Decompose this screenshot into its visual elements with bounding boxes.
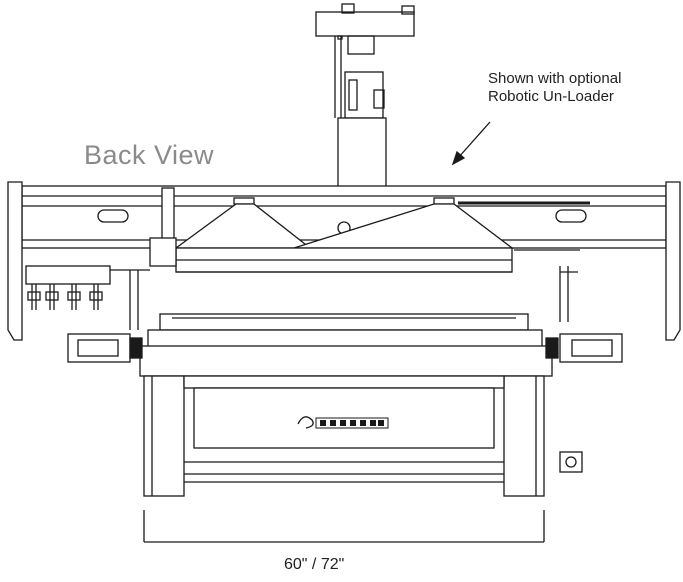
motor-left [67,333,143,363]
robotic-unloader [315,3,415,211]
motor-right [545,333,623,363]
callout-line-1: Shown with optional [488,70,622,87]
tool-changer [25,265,150,330]
width-dimension-bracket [143,510,545,543]
base-frame [143,375,545,497]
control-box [559,451,583,473]
cnc-factory-logo [297,416,389,429]
right-bracket [514,249,580,322]
machine-bed [139,313,553,377]
width-dimension-label: 60" / 72" [284,556,345,573]
callout-text: Shown with optional Robotic Un-Loader [488,70,621,106]
callout-arrow [451,121,491,166]
callout-line-2: Robotic Un-Loader [488,88,614,105]
spindle-carriage [174,197,514,273]
gantry-end-plate-right [665,181,681,341]
left-mast [149,187,177,267]
view-title: Back View [84,140,215,170]
gantry-end-plate-left [7,181,23,341]
